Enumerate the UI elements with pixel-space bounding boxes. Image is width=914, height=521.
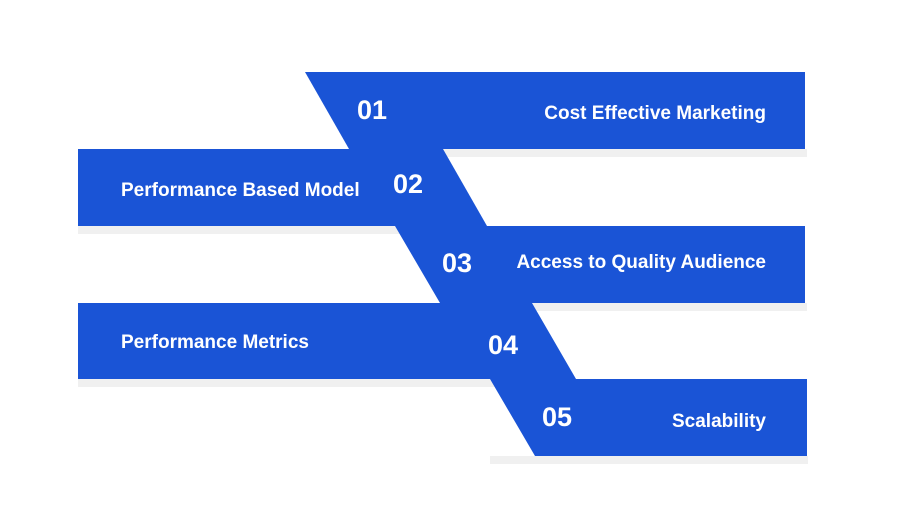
step-03-label: Access to Quality Audience: [516, 252, 766, 273]
step-05: 05 Scalability: [490, 379, 807, 456]
step-02-label: Performance Based Model: [121, 180, 360, 201]
step-02: 02 Performance Based Model: [78, 149, 487, 226]
step-01-band: [305, 72, 805, 149]
step-03: 03 Access to Quality Audience: [395, 226, 805, 303]
step-04-label: Performance Metrics: [121, 332, 309, 353]
band-shadow: [310, 149, 807, 157]
step-02-number: 02: [393, 169, 423, 199]
step-02-band: [78, 149, 487, 226]
step-05-band: [490, 379, 807, 456]
step-04: 04 Performance Metrics: [78, 303, 576, 379]
band-shadow: [78, 379, 578, 387]
step-04-number: 04: [488, 330, 518, 360]
step-01: 01 Cost Effective Marketing: [305, 72, 805, 149]
step-04-band: [78, 303, 576, 379]
step-03-band: [395, 226, 805, 303]
band-shadow: [78, 226, 488, 234]
step-03-number: 03: [442, 248, 472, 278]
band-shadow: [490, 456, 808, 464]
step-01-number: 01: [357, 95, 387, 125]
step-05-number: 05: [542, 402, 572, 432]
band-shadow: [400, 303, 807, 311]
step-01-label: Cost Effective Marketing: [544, 103, 766, 124]
step-05-label: Scalability: [672, 411, 766, 432]
